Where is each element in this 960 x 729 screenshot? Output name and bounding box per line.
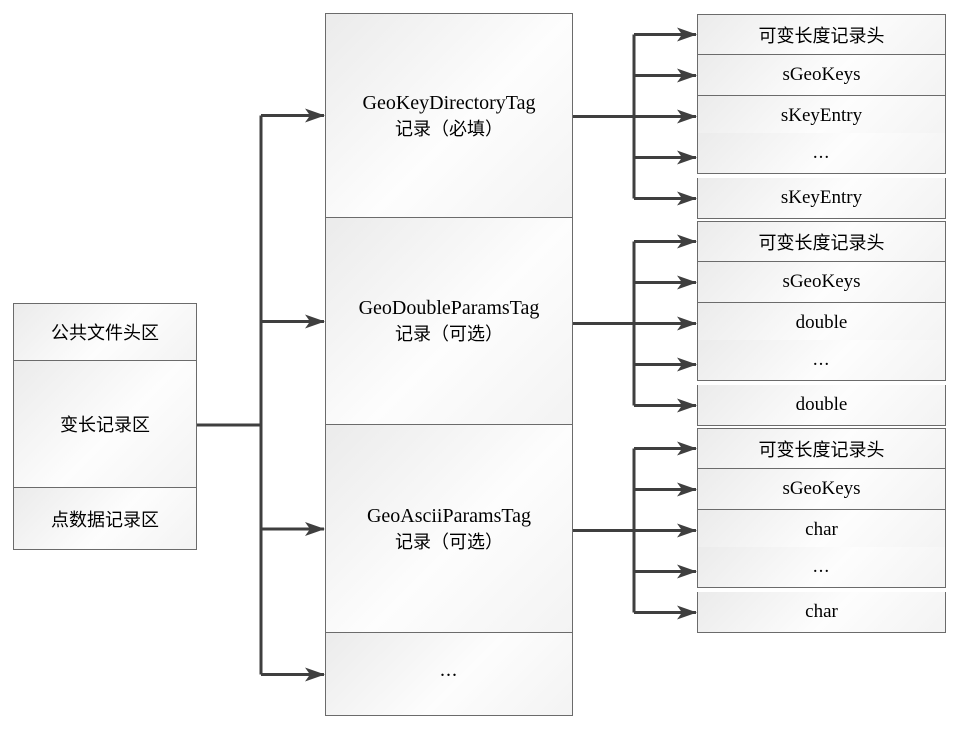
record-cell-char: char <box>697 592 946 633</box>
vlr-tags-box: GeoKeyDirectoryTag 记录（必填） GeoDoubleParam… <box>325 13 573 716</box>
record-layout-geokeydirectory: 可变长度记录头 sGeoKeys sKeyEntry ... sKeyEntry <box>697 14 946 219</box>
tag-subtitle: 记录（可选） <box>395 324 503 344</box>
record-cell-double: double <box>697 385 946 426</box>
record-cell-char: char <box>697 510 946 551</box>
record-cell-ellipsis: ... <box>697 133 946 174</box>
cell-geokeydirectorytag: GeoKeyDirectoryTag 记录（必填） <box>325 13 573 218</box>
file-structure-box: 公共文件头区 变长记录区 点数据记录区 <box>13 303 197 550</box>
record-cell-vlr-header: 可变长度记录头 <box>697 221 946 262</box>
record-cell-vlr-header: 可变长度记录头 <box>697 14 946 55</box>
tag-title: GeoDoubleParamsTag <box>358 297 540 319</box>
record-cell-double: double <box>697 303 946 344</box>
record-layout-geoasciiparams: 可变长度记录头 sGeoKeys char ... char <box>697 428 946 633</box>
ellipsis-label: ... <box>440 659 458 681</box>
record-cell-skeyentry: sKeyEntry <box>697 178 946 219</box>
record-cell-ellipsis: ... <box>697 547 946 588</box>
cell-point-data-records: 点数据记录区 <box>13 488 197 550</box>
record-layout-geodoubleparams: 可变长度记录头 sGeoKeys double ... double <box>697 221 946 426</box>
tag-title: GeoAsciiParamsTag <box>366 504 532 527</box>
cell-more-tags: ... <box>325 633 573 716</box>
record-cell-ellipsis: ... <box>697 340 946 381</box>
record-cell-sgeokeys: sGeoKeys <box>697 55 946 96</box>
tag-subtitle: 记录（必填） <box>395 118 503 139</box>
cell-variable-length-records: 变长记录区 <box>13 361 197 488</box>
record-cell-sgeokeys: sGeoKeys <box>697 262 946 303</box>
cell-public-header: 公共文件头区 <box>13 303 197 361</box>
tag-subtitle: 记录（可选） <box>395 531 503 552</box>
record-cell-vlr-header: 可变长度记录头 <box>697 428 946 469</box>
record-cell-skeyentry: sKeyEntry <box>697 96 946 137</box>
tag-title: GeoKeyDirectoryTag <box>362 91 536 114</box>
cell-geodoubleparamstag: GeoDoubleParamsTag 记录（可选） <box>325 218 573 425</box>
cell-geoasciiparamstag: GeoAsciiParamsTag 记录（可选） <box>325 425 573 633</box>
record-cell-sgeokeys: sGeoKeys <box>697 469 946 510</box>
